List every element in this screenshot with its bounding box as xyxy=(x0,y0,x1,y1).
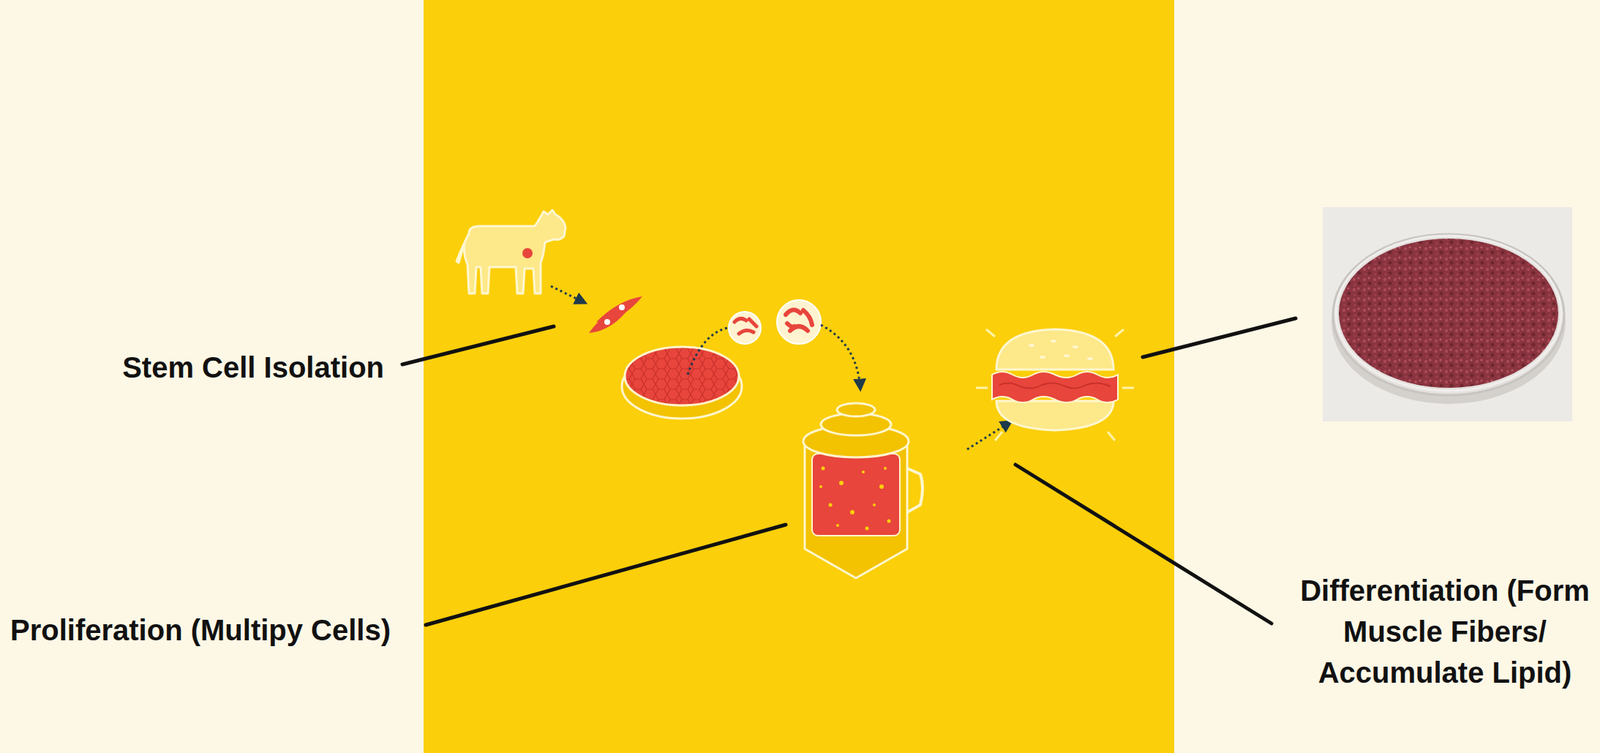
bioreactor-window xyxy=(812,453,900,536)
microcarriers xyxy=(728,299,821,344)
cell xyxy=(596,296,643,322)
leader-line xyxy=(425,524,786,625)
top-bun xyxy=(996,329,1114,370)
bioreactor-handle xyxy=(907,468,923,513)
leader-line xyxy=(402,326,554,365)
dotted-arrow xyxy=(820,324,861,390)
stem-cells xyxy=(588,296,643,333)
petri-dish xyxy=(621,346,742,419)
dish-culture xyxy=(624,346,739,406)
bioreactor xyxy=(803,403,923,578)
leader-lines xyxy=(402,318,1296,625)
glow-rays xyxy=(975,329,1134,441)
dotted-arrow xyxy=(967,421,1012,450)
culture-dots xyxy=(819,466,892,531)
patty xyxy=(992,371,1118,403)
cow-outline xyxy=(456,209,566,294)
photo-dish-rim xyxy=(1335,235,1562,391)
leader-line xyxy=(1015,464,1272,624)
bioreactor-body xyxy=(804,442,908,578)
microcarrier xyxy=(776,299,821,344)
bottom-bun xyxy=(996,400,1114,431)
microcarrier xyxy=(728,311,761,344)
microcarrier-cells xyxy=(734,318,757,334)
meat-photo xyxy=(1322,207,1573,422)
cell-nucleus xyxy=(604,318,611,325)
biopsy-dot xyxy=(522,248,533,259)
dotted-arc xyxy=(687,327,728,375)
step-label: Differentiation (Form Muscle Fibers/ Acc… xyxy=(1298,569,1592,693)
yellow-panel xyxy=(423,0,1175,753)
bioreactor-port xyxy=(836,403,875,417)
leader-line xyxy=(1142,318,1296,358)
cow-figure xyxy=(456,209,566,294)
cell-nucleus xyxy=(618,304,625,311)
photo-frame xyxy=(1322,207,1573,422)
photo-dish xyxy=(1332,234,1565,396)
burger xyxy=(975,329,1134,441)
photo-meat xyxy=(1338,238,1559,388)
step-label: Proliferation (Multipy Cells) xyxy=(10,609,391,651)
dotted-arrow xyxy=(550,286,586,303)
microcarrier-cells xyxy=(785,309,813,331)
step-label: Stem Cell Isolation xyxy=(122,346,385,388)
patty-texture xyxy=(999,382,1111,388)
sesame-seeds xyxy=(1028,339,1094,360)
